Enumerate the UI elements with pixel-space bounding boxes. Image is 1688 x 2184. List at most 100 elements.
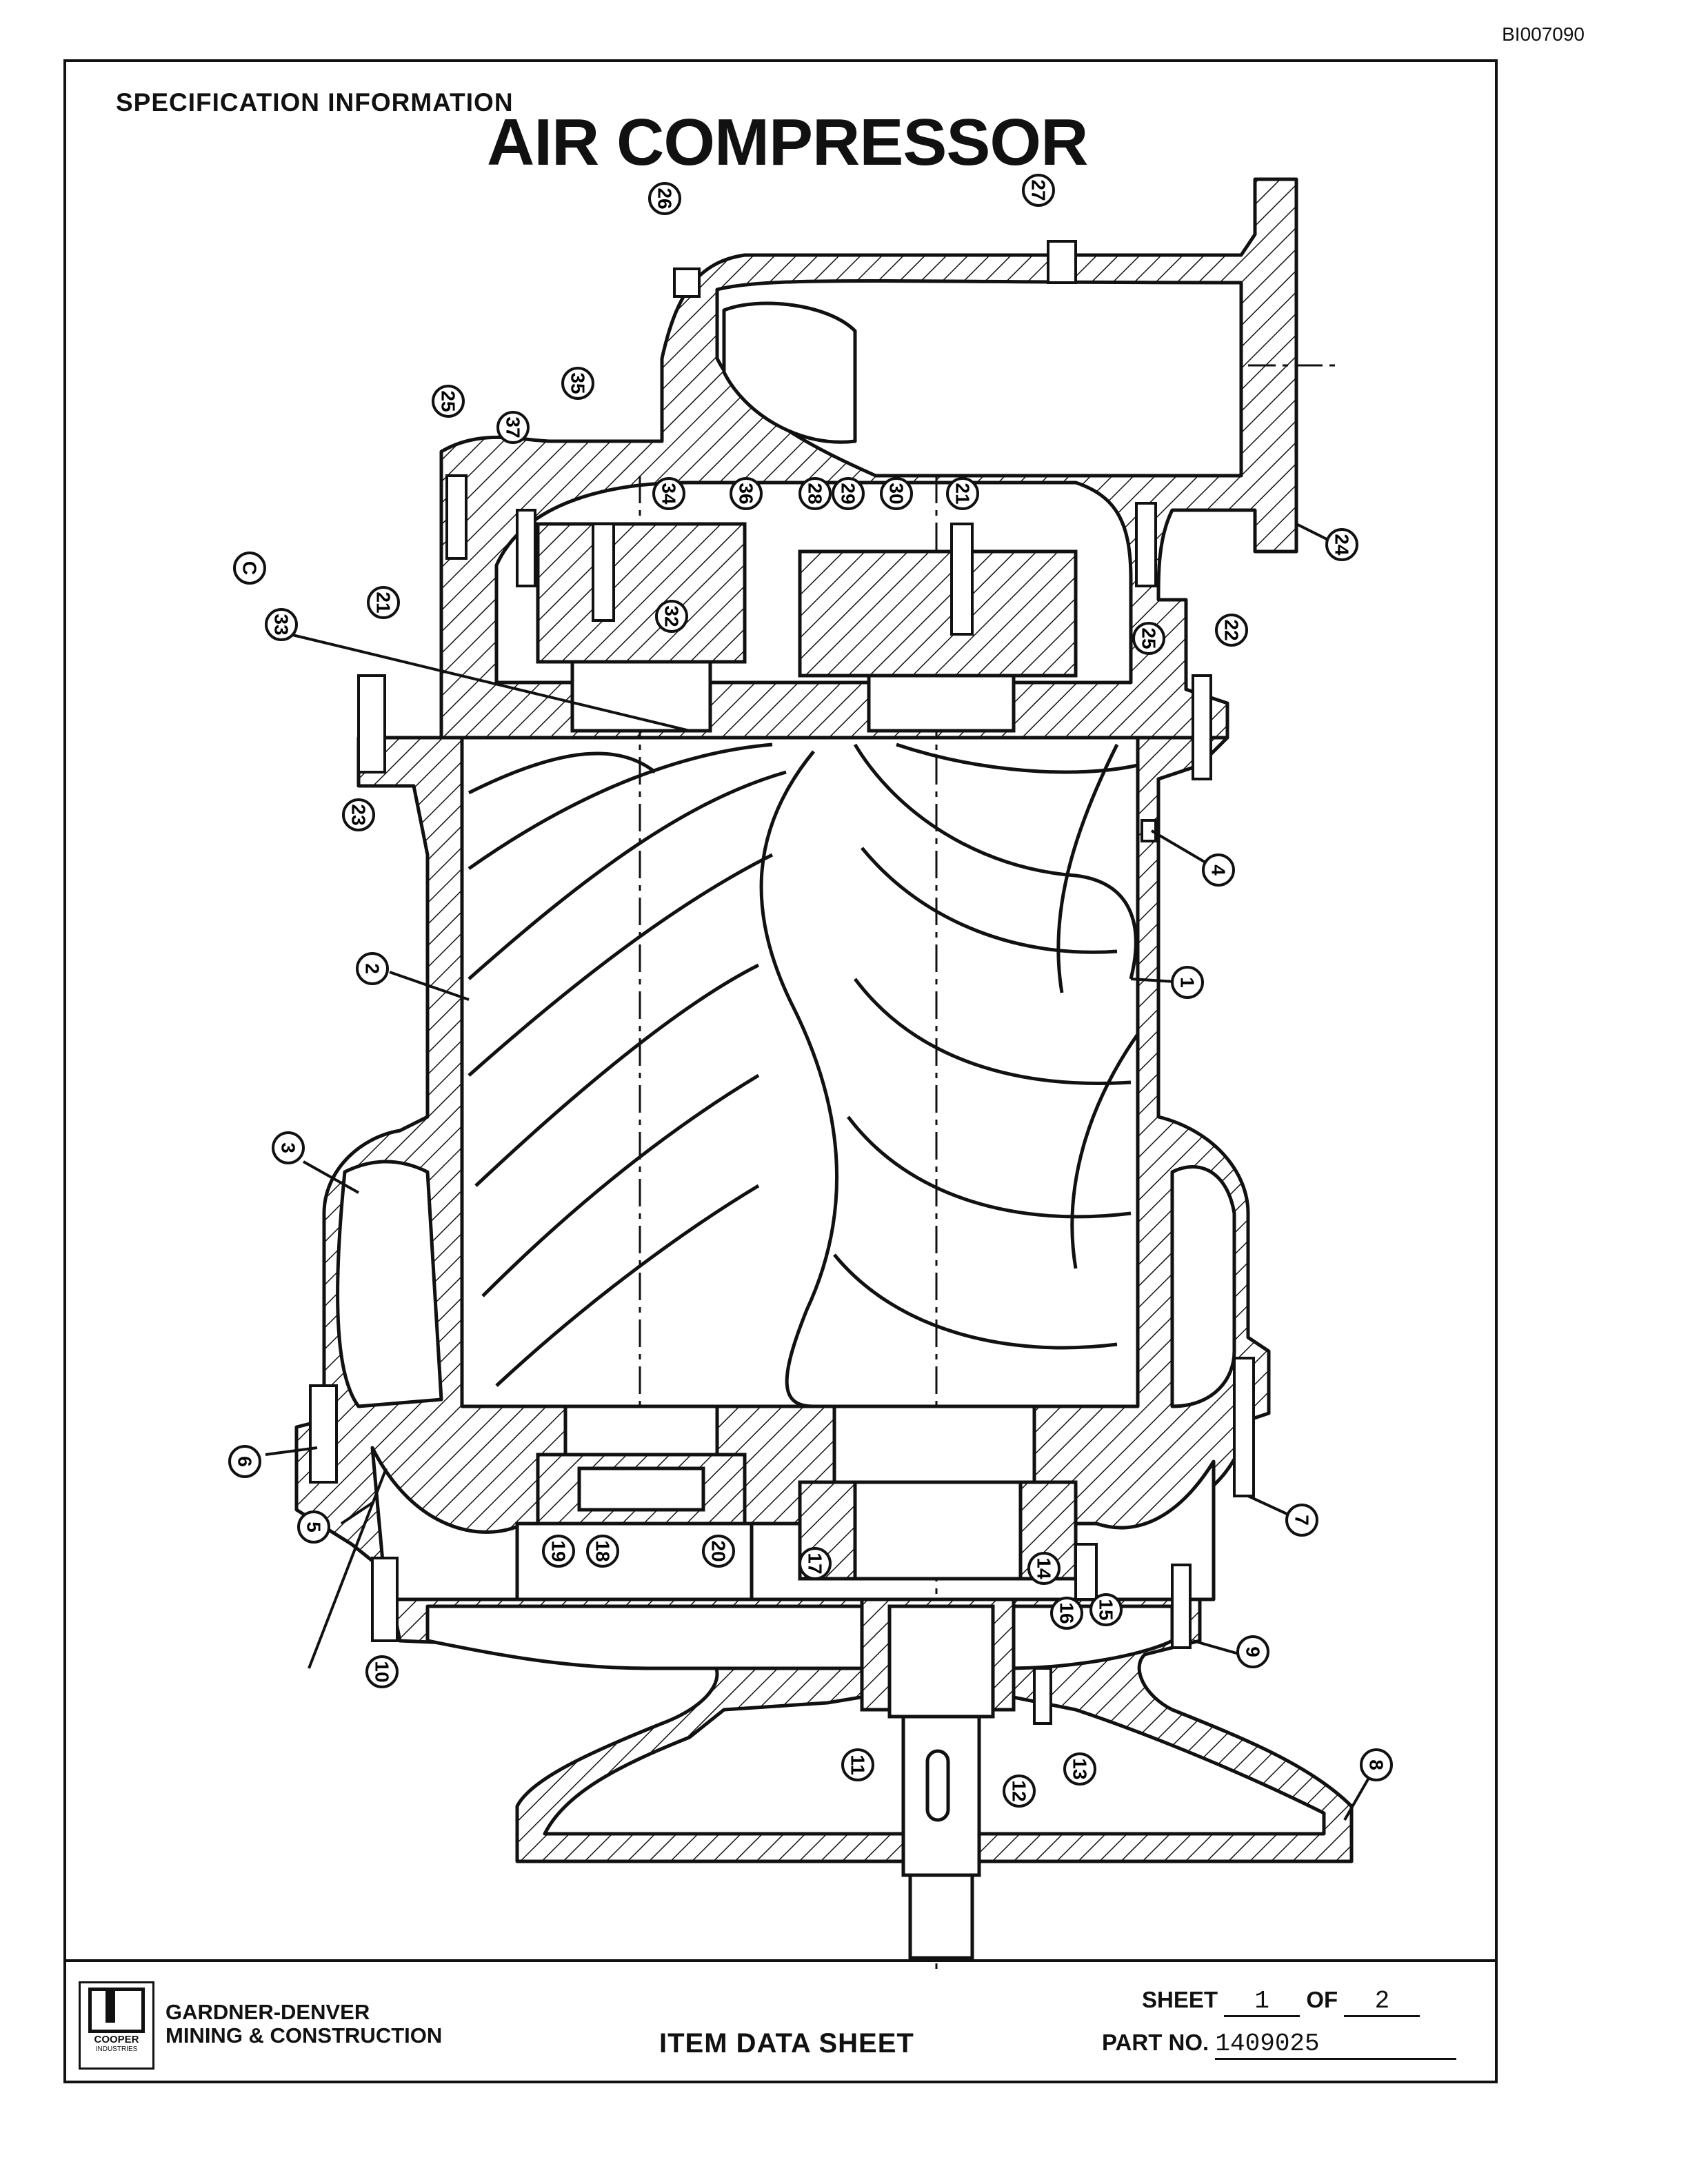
rotor-flute [481, 1073, 760, 1297]
svg-text:14: 14 [1034, 1557, 1055, 1579]
svg-text:13: 13 [1069, 1758, 1091, 1779]
svg-text:32: 32 [661, 605, 683, 627]
callout-8: 8 [1360, 1748, 1393, 1781]
svg-text:30: 30 [886, 483, 907, 504]
svg-text:21: 21 [373, 592, 394, 613]
bolt [1233, 1357, 1255, 1497]
callout-34: 34 [652, 477, 685, 510]
callout-3: 3 [272, 1131, 305, 1164]
callout-7: 7 [1285, 1504, 1318, 1537]
cooper-logo-icon [88, 1988, 145, 2033]
callout-22: 22 [1215, 614, 1248, 647]
svg-text:7: 7 [1292, 1515, 1313, 1526]
svg-text:29: 29 [838, 483, 859, 504]
section-label: SPECIFICATION INFORMATION [116, 88, 514, 117]
svg-text:26: 26 [654, 188, 676, 209]
callout-11: 11 [841, 1748, 874, 1781]
callout-21: 21 [367, 586, 400, 619]
logo-line2: INDUSTRIES [95, 2045, 138, 2053]
svg-text:20: 20 [708, 1540, 730, 1561]
bolt [673, 267, 701, 298]
callout-24: 24 [1325, 528, 1358, 561]
svg-text:C: C [239, 561, 261, 575]
bolt [516, 509, 536, 587]
svg-text:21: 21 [952, 483, 974, 504]
bolt [445, 474, 468, 560]
of-label: OF [1306, 1987, 1338, 2012]
bolt [1171, 1564, 1192, 1649]
svg-text:36: 36 [736, 483, 757, 504]
sheet-type: ITEM DATA SHEET [659, 2028, 914, 2059]
svg-text:15: 15 [1096, 1599, 1117, 1620]
svg-text:25: 25 [438, 390, 459, 412]
bolt [371, 1557, 399, 1642]
company-name: GARDNER-DENVER MINING & CONSTRUCTION [165, 2001, 442, 2048]
sheet-label: SHEET [1142, 1987, 1218, 2012]
svg-text:3: 3 [278, 1142, 299, 1153]
svg-text:37: 37 [503, 416, 524, 438]
leader-lines [265, 523, 1378, 1821]
callout-6: 6 [228, 1445, 261, 1478]
company-line2: MINING & CONSTRUCTION [165, 2023, 443, 2048]
callout-12: 12 [1003, 1775, 1036, 1808]
bolt [357, 674, 386, 774]
callout-5: 5 [297, 1510, 330, 1544]
callout-4: 4 [1202, 853, 1235, 887]
part-info: PART NO. 1409025 [1102, 2030, 1457, 2060]
svg-text:33: 33 [271, 614, 292, 635]
rotor-flute [833, 1253, 1118, 1350]
callout-28: 28 [798, 477, 832, 510]
rotor-flute [847, 1115, 1132, 1219]
inlet-shaft-right [832, 1404, 1036, 1484]
inlet-bearing-left [536, 1453, 747, 1526]
callout-20: 20 [702, 1535, 735, 1568]
callout-36: 36 [730, 477, 763, 510]
callout-27: 27 [1022, 174, 1055, 207]
discharge-bearing-left [536, 522, 747, 664]
bolt [1047, 240, 1077, 284]
rotor-flute [468, 770, 787, 980]
svg-text:2: 2 [362, 963, 383, 974]
callout-25: 25 [432, 385, 465, 418]
outlet-bore [722, 301, 857, 444]
callout-35: 35 [561, 367, 594, 400]
bolt [950, 523, 974, 636]
svg-text:6: 6 [234, 1456, 256, 1467]
inlet-cavity-left [336, 1160, 443, 1408]
svg-text:28: 28 [805, 483, 826, 504]
callout-33: 33 [265, 608, 298, 641]
svg-text:27: 27 [1028, 179, 1049, 201]
callout-16: 16 [1050, 1597, 1083, 1630]
callout-C: C [233, 552, 266, 585]
callout-18: 18 [586, 1535, 619, 1568]
rotor-flute [854, 978, 1132, 1085]
callout-15: 15 [1089, 1593, 1123, 1626]
callout-1: 1 [1171, 966, 1204, 999]
svg-text:22: 22 [1221, 619, 1243, 640]
svg-text:5: 5 [303, 1521, 325, 1533]
callout-21: 21 [946, 477, 979, 510]
drawing-frame: SPECIFICATION INFORMATION AIR COMPRESSOR… [63, 59, 1498, 2083]
sheet-number: 1 [1224, 1987, 1300, 2017]
svg-text:9: 9 [1243, 1646, 1264, 1657]
bolt [309, 1384, 338, 1484]
svg-text:35: 35 [567, 372, 589, 394]
shaft-keyway [925, 1749, 950, 1822]
inlet-cavity-right [1170, 1165, 1236, 1408]
svg-text:12: 12 [1009, 1780, 1030, 1801]
page-title: AIR COMPRESSOR [487, 105, 1088, 179]
callout-26: 26 [648, 182, 681, 215]
bolt [1033, 1667, 1052, 1725]
svg-text:4: 4 [1208, 865, 1229, 876]
svg-text:34: 34 [659, 483, 680, 505]
title-block: COOPER INDUSTRIES GARDNER-DENVER MINING … [66, 1959, 1495, 2081]
svg-text:25: 25 [1138, 627, 1160, 649]
rotor-flute [896, 742, 1138, 774]
callout-17: 17 [798, 1547, 832, 1580]
helical-rotors [468, 742, 1140, 1408]
fasteners [309, 240, 1255, 1725]
svg-text:16: 16 [1056, 1602, 1078, 1624]
bolt [1192, 674, 1212, 780]
logo-line1: COOPER [94, 2034, 139, 2045]
